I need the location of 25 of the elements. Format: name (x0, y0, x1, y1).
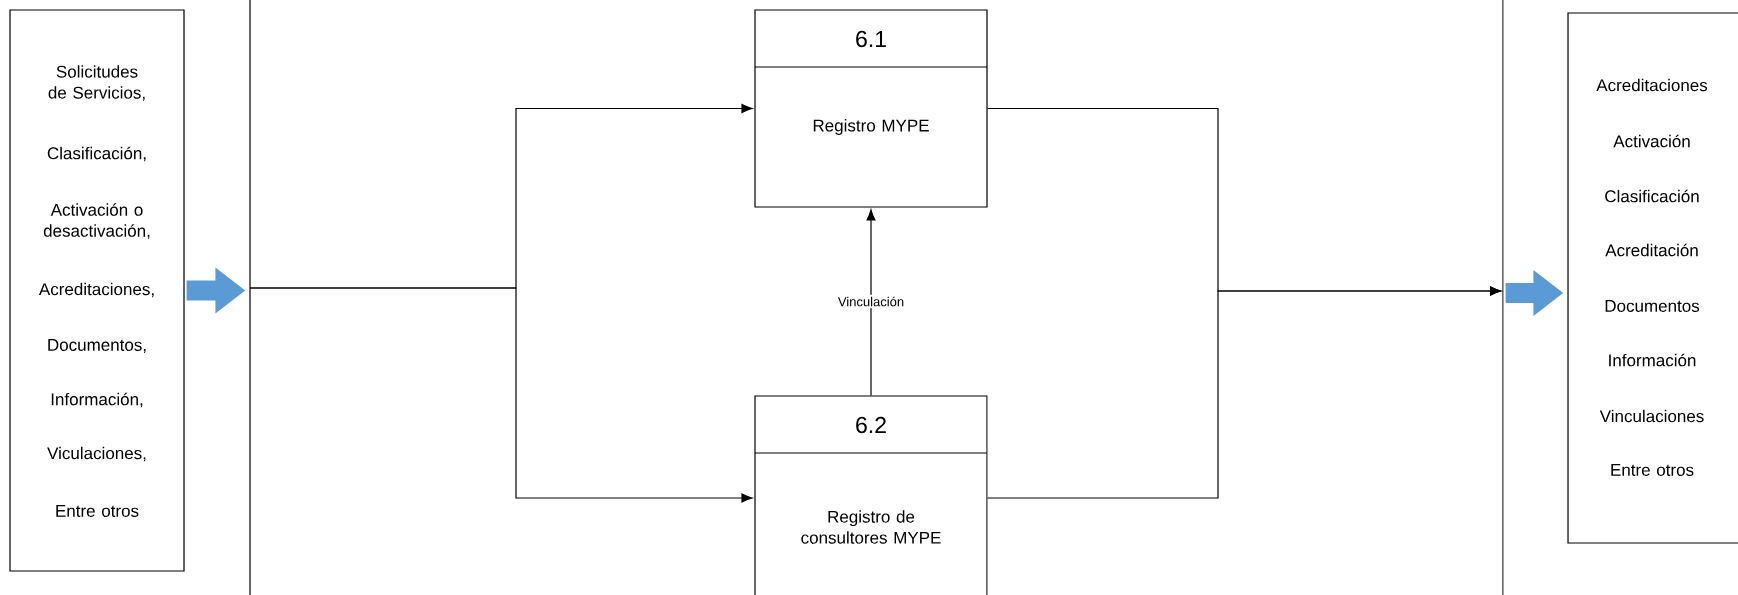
list-item: Vinculaciones (1599, 409, 1704, 423)
panel-frame (249, 0, 1504, 595)
arrow (249, 287, 753, 503)
list-item: Activación o desactivación, (43, 203, 150, 239)
arrow (866, 209, 876, 396)
list-item: Viculaciones, (47, 446, 146, 462)
list-item: Clasificación, (47, 146, 146, 162)
list-item: Clasificación (1605, 189, 1699, 203)
list-item: Activación (1613, 134, 1690, 148)
list-item: Entre otros (1611, 464, 1694, 476)
list-item: Información (1609, 353, 1696, 367)
process-number: 6.1 (856, 30, 886, 48)
list-item: Documentos, (48, 339, 146, 353)
list-item: Entre otros (56, 505, 139, 517)
list-item: Acreditaciones, (38, 282, 154, 298)
arrow (987, 286, 1502, 499)
process-number: 6.2 (856, 416, 886, 434)
process-label: Registro de consultores MYPE (801, 510, 941, 544)
list-item: Documentos (1605, 300, 1700, 312)
edge-label: Vinculación (835, 294, 907, 309)
list-item: Solicitudes de Servicios, (48, 65, 145, 101)
list-item: Acreditaciones (1596, 78, 1708, 92)
process-label: Registro MYPE (813, 119, 929, 135)
list-item: Acreditación (1605, 243, 1698, 257)
list-item: Información, (51, 392, 143, 408)
